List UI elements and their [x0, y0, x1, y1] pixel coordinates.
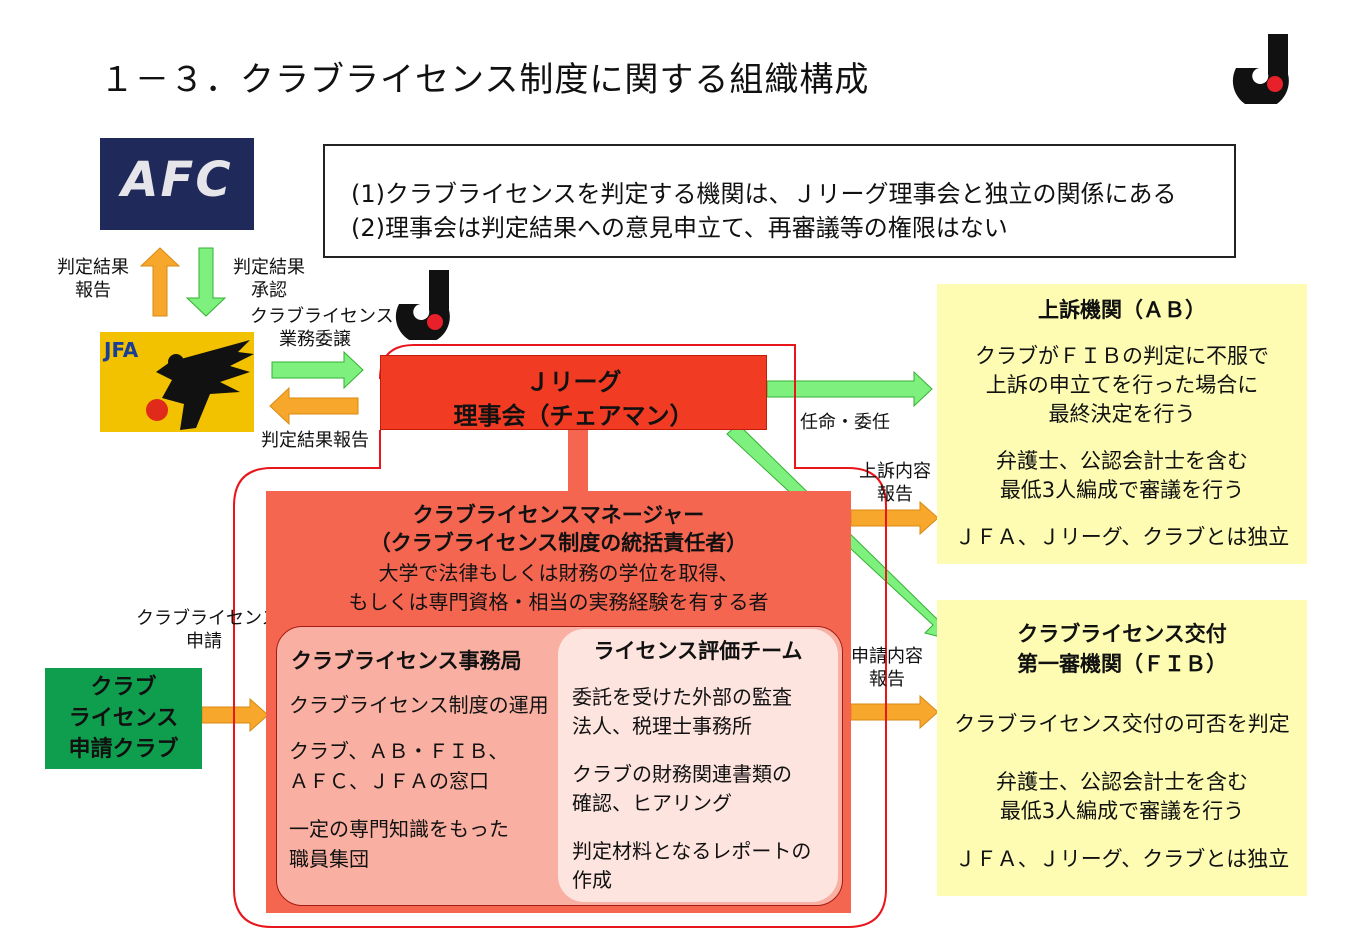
- fib-line-3: 最低3人編成で審議を行う: [999, 799, 1245, 823]
- apply-report-arrow: [850, 694, 939, 730]
- note-line-1: (1)クラブライセンスを判定する機関は、Ｊリーグ理事会と独立の関係にある: [351, 180, 1177, 208]
- afc-up-label: 判定結果 報告: [48, 256, 138, 302]
- team-title: ライセンス評価チーム: [593, 639, 803, 663]
- afc-down-label: 判定結果 承認: [224, 256, 314, 302]
- fib-title-2: 第一審機関（ＦＩＢ）: [1017, 652, 1227, 676]
- apply-report-label-line-1: 申請内容: [851, 646, 923, 667]
- office-item-2: クラブ、ＡＢ・ＦＩＢ、: [289, 739, 509, 763]
- afc-down-arrow: [185, 247, 227, 317]
- manager-title: クラブライセンスマネージャー: [412, 503, 705, 527]
- team-item-6: 作成: [572, 868, 612, 892]
- club-apply-label-line-2: 申請: [186, 631, 222, 652]
- club-apply-label-line-1: クラブライセンス: [136, 608, 280, 629]
- result-report-label: 判定結果報告: [261, 430, 369, 451]
- ab-line-1: クラブがＦＩＢの判定に不服で: [975, 344, 1269, 368]
- delegate-label-line-2: 業務委譲: [279, 329, 351, 350]
- manager-desc-1: 大学で法律もしくは財務の学位を取得、: [378, 561, 739, 585]
- yatagarasu-emblem: [146, 340, 254, 430]
- ab-line-3: 最終決定を行う: [1048, 402, 1196, 426]
- team-item-4: 確認、ヒアリング: [572, 791, 732, 815]
- appeals-body-box: 上訴機関（ＡＢ） クラブがＦＩＢの判定に不服で 上訴の申立てを行った場合に 最終…: [937, 284, 1307, 564]
- manager-subtitle: （クラブライセンス制度の統括責任者）: [369, 531, 748, 555]
- note-box: (1)クラブライセンスを判定する機関は、Ｊリーグ理事会と独立の関係にある (2)…: [323, 144, 1236, 258]
- team-item-3: クラブの財務関連書類の: [572, 762, 792, 786]
- delegate-arrow: [271, 350, 364, 390]
- afc-up-arrow: [139, 247, 181, 317]
- office-title: クラブライセンス事務局: [291, 649, 522, 673]
- apply-report-label-line-2: 報告: [869, 669, 905, 690]
- organization-outline: [233, 344, 887, 928]
- delegate-label: クラブライセンス 業務委譲: [250, 305, 394, 351]
- afc-up-label-line-1: 判定結果: [57, 257, 129, 278]
- jfa-logo-text: JFA: [104, 338, 139, 362]
- apply-report-label: 申請内容 報告: [842, 645, 932, 691]
- team-item-1: 委託を受けた外部の監査: [572, 685, 792, 709]
- fib-line-4: ＪＦＡ、Ｊリーグ、クラブとは独立: [954, 847, 1290, 871]
- afc-up-label-line-2: 報告: [75, 280, 111, 301]
- office-item-4: 一定の専門知識をもった: [289, 817, 509, 841]
- office-item-1: クラブライセンス制度の運用: [289, 693, 549, 717]
- office-item-3: ＡＦＣ、ＪＦＡの窓口: [289, 769, 489, 793]
- office-item-5: 職員集団: [289, 847, 369, 871]
- jfa-logo: JFA: [100, 332, 254, 432]
- team-item-5: 判定材料となるレポートの: [572, 839, 812, 863]
- evaluation-team-box: ライセンス評価チーム 委託を受けた外部の監査 法人、税理士事務所 クラブの財務関…: [558, 629, 838, 902]
- appoint-label: 任命・委任: [800, 412, 890, 433]
- league-council-box: Ｊリーグ 理事会（チェアマン）: [380, 355, 767, 430]
- first-instance-body-box: クラブライセンス交付 第一審機関（ＦＩＢ） クラブライセンス交付の可否を判定 弁…: [937, 600, 1307, 896]
- team-item-2: 法人、税理士事務所: [572, 714, 752, 738]
- appeal-report-label-line-1: 上訴内容: [859, 461, 931, 482]
- page-title: １－３．クラブライセンス制度に関する組織構成: [100, 60, 870, 100]
- council-line-1: Ｊリーグ: [525, 368, 622, 396]
- applicant-club-box: クラブ ライセンス 申請クラブ: [45, 668, 202, 769]
- ab-line-4: 弁護士、公認会計士を含む: [996, 449, 1248, 473]
- result-report-arrow: [269, 386, 359, 426]
- appeal-report-arrow: [850, 500, 939, 536]
- fib-line-2: 弁護士、公認会計士を含む: [996, 770, 1248, 794]
- club-apply-label: クラブライセンス 申請: [136, 607, 280, 653]
- ab-line-6: ＪＦＡ、Ｊリーグ、クラブとは独立: [954, 525, 1290, 549]
- jleague-logo: [1232, 34, 1289, 104]
- afc-logo: AFC: [100, 138, 254, 230]
- council-line-2: 理事会（チェアマン）: [453, 402, 694, 430]
- note-line-2: (2)理事会は判定結果への意見申立て、再審議等の権限はない: [351, 214, 1008, 242]
- ab-line-2: 上訴の申立てを行った場合に: [985, 373, 1259, 397]
- ab-line-5: 最低3人編成で審議を行う: [999, 478, 1245, 502]
- jleague-small-logo: [395, 270, 450, 340]
- afc-down-label-line-1: 判定結果: [233, 257, 305, 278]
- ab-title: 上訴機関（ＡＢ）: [1038, 298, 1206, 322]
- manager-desc-2: もしくは専門資格・相当の実務経験を有する者: [348, 590, 769, 614]
- club-line-1: クラブ: [90, 675, 157, 700]
- club-line-3: 申請クラブ: [68, 737, 179, 762]
- club-line-2: ライセンス: [68, 706, 179, 731]
- appeal-report-label-line-2: 報告: [877, 484, 913, 505]
- appeal-report-label: 上訴内容 報告: [850, 460, 940, 506]
- afc-logo-text: AFC: [121, 152, 233, 208]
- fib-title-1: クラブライセンス交付: [1017, 622, 1227, 646]
- appoint-arrow: [766, 370, 933, 408]
- fib-line-1: クラブライセンス交付の可否を判定: [954, 712, 1290, 736]
- council-manager-connector: [568, 430, 588, 492]
- delegate-label-line-1: クラブライセンス: [250, 306, 394, 327]
- afc-down-label-line-2: 承認: [251, 280, 287, 301]
